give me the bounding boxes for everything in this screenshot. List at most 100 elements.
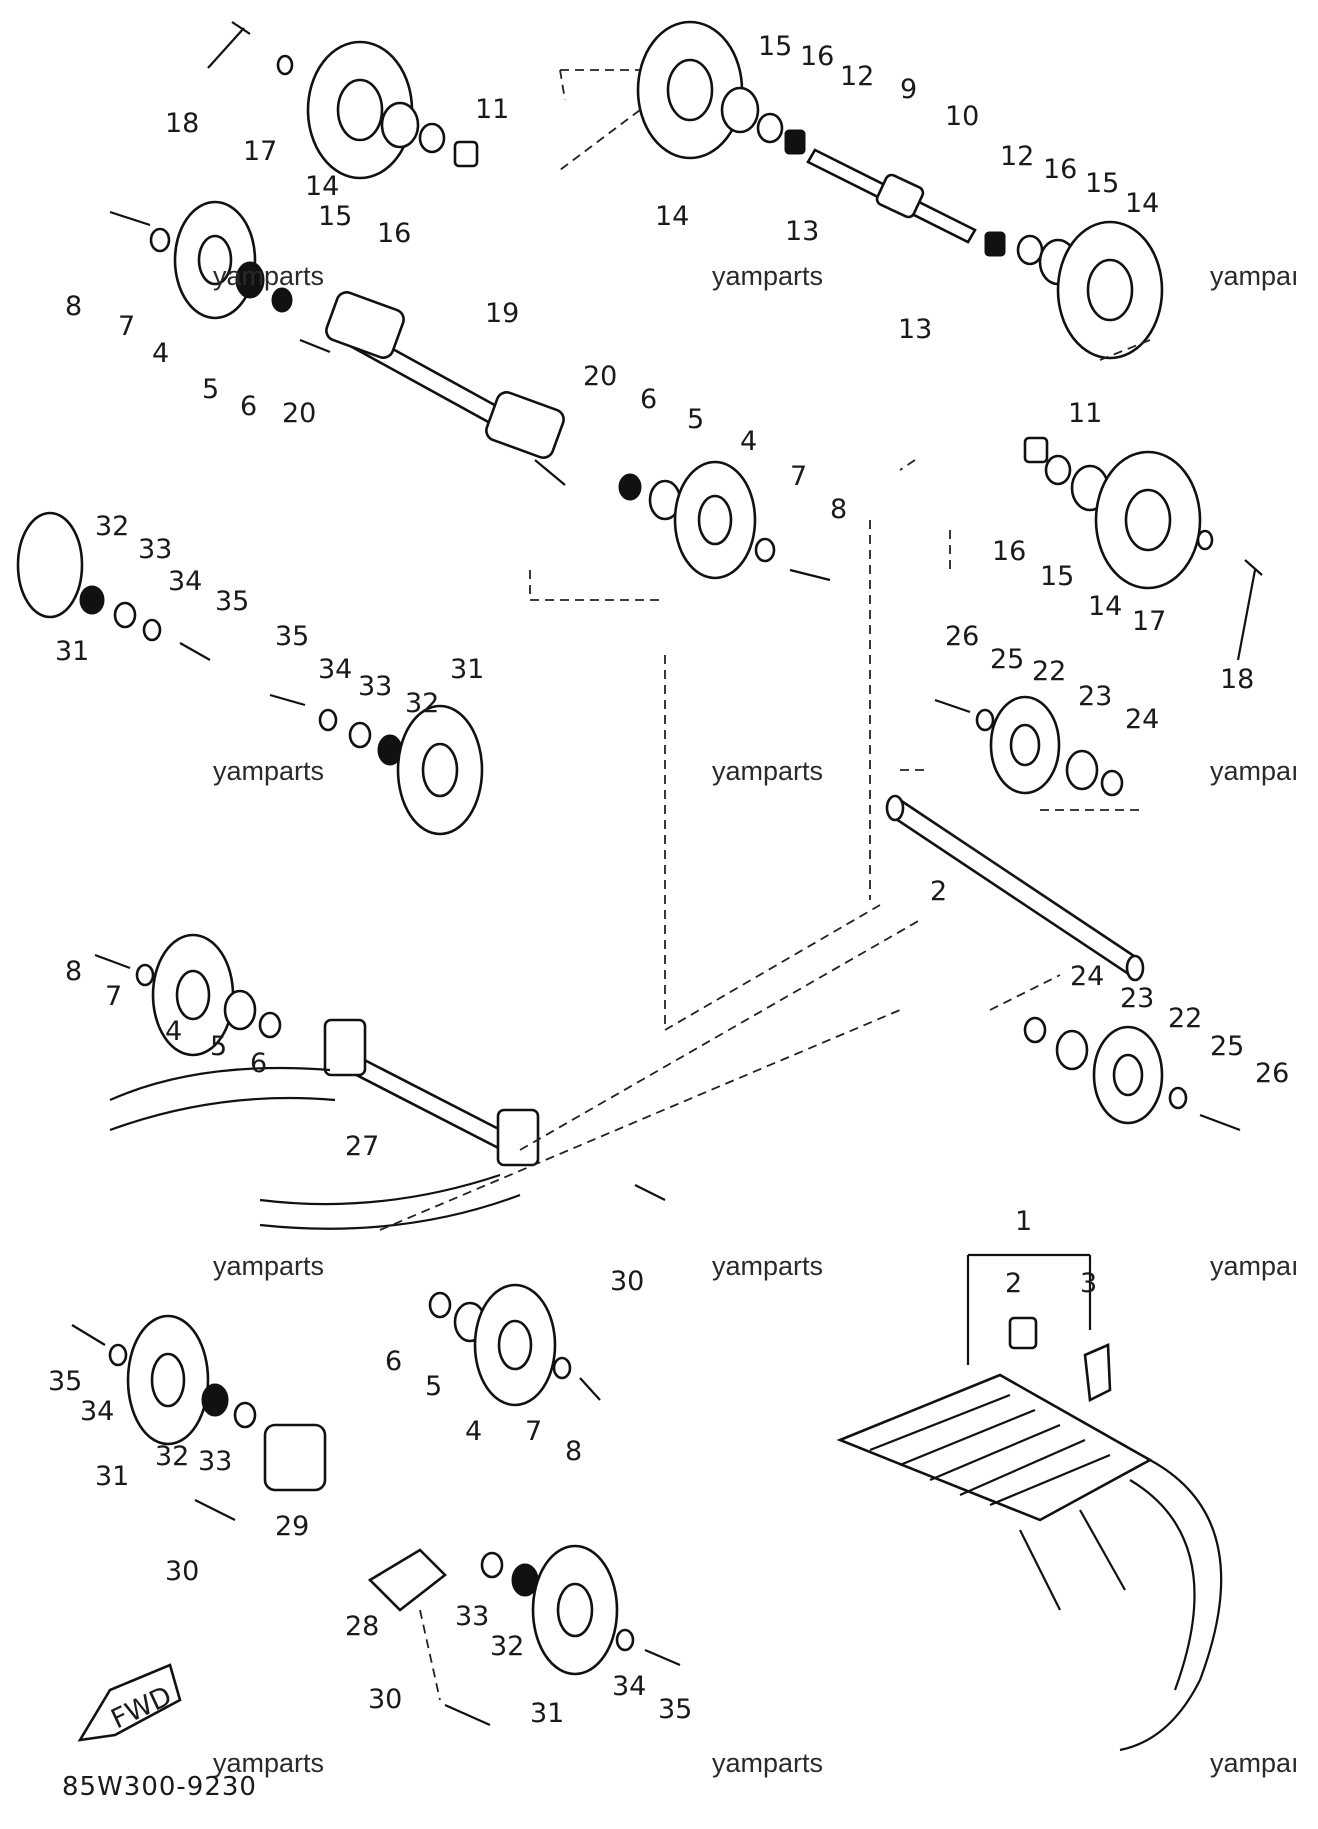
circlip-16 [1044,454,1072,486]
callout-7-bottom: 7 [525,1416,542,1447]
bearing-15 [720,86,760,134]
callout-5-bottom: 5 [425,1371,442,1402]
callout-14-top: 14 [655,201,689,232]
bolt-35 [269,693,306,707]
callout-18: 18 [165,108,199,139]
callout-35: 35 [215,586,249,617]
front-axle-assembly [207,20,1164,361]
callout-34-center: 34 [318,654,352,685]
bearing-23 [1065,749,1099,791]
callout-35-bottom: 35 [48,1366,82,1397]
callout-34-right: 34 [612,1671,646,1702]
bolt-20-left [299,338,331,354]
watermark: yamparts [712,1251,823,1281]
watermark: yamparts [712,261,823,291]
shaft-19-group [299,291,566,486]
bolt-8 [789,568,831,582]
bolt-30 [634,1184,666,1201]
callout-32: 32 [95,511,129,542]
center-wheel-31 [269,693,484,836]
washer-34 [615,1628,635,1652]
callout-35-right: 35 [658,1694,692,1725]
callout-7-left: 7 [105,981,122,1012]
bearing-23 [1055,1029,1089,1071]
washer-7 [149,227,171,253]
callout-15-top: 15 [758,31,792,62]
circlip-24 [1023,1016,1047,1044]
callout-2-track: 2 [1005,1268,1022,1299]
callout-34-bottom: 34 [80,1396,114,1427]
callout-27: 27 [345,1131,379,1162]
bearing-5 [235,261,265,299]
watermark-cropped: yampaı [1210,756,1299,786]
washer-25 [975,708,995,732]
callout-30-lower: 30 [368,1684,402,1715]
bolt-18 [207,21,251,69]
callout-4-bottom: 4 [465,1416,482,1447]
callout-32-right: 32 [490,1631,524,1662]
bolt-20-right [534,459,566,486]
callout-8: 8 [65,291,82,322]
callout-9: 9 [900,74,917,105]
callout-16-top: 16 [800,41,834,72]
bottom-center-wheel-4 [428,1283,601,1407]
washer-7 [552,1356,572,1380]
callout-4-left: 4 [165,1016,182,1047]
callout-31-bottom: 31 [95,1461,129,1492]
guide-2 [1008,1316,1038,1350]
callout-20: 20 [583,361,617,392]
circlip-6 [271,287,293,313]
callout-18-right: 18 [1220,664,1254,695]
watermark: yamparts [213,1251,324,1281]
callout-28: 28 [345,1611,379,1642]
callout-11: 11 [475,94,509,125]
callout-16-mid: 16 [992,536,1026,567]
spacer-10 [875,173,925,219]
circlip-16 [418,122,446,154]
callout-33-right: 33 [455,1601,489,1632]
bolt-8 [94,953,131,970]
callout-11-right: 11 [1068,398,1102,429]
bolt-8 [579,1377,601,1401]
callout-1: 1 [1015,1206,1032,1237]
circlip-6 [258,1011,282,1039]
fwd-arrow [77,1663,182,1742]
bolt-8 [109,210,151,227]
callout-33-bottom: 33 [198,1446,232,1477]
bolt-26 [934,698,971,714]
watermark: yamparts [213,756,324,786]
callout-labels: 18 17 14 15 16 11 14 15 16 12 9 10 13 12… [48,31,1289,1729]
washer-17 [276,54,294,76]
slide-rail-group [109,520,921,1231]
callout-6-left: 6 [250,1048,267,1079]
callout-15: 15 [318,201,352,232]
upper-right-wheel-group [899,436,1263,661]
bottom-right-wheel-31 [367,1544,681,1727]
callout-24: 24 [1125,704,1159,735]
bolt-18 [1236,559,1263,661]
circlip-6 [618,473,642,501]
callout-13-top: 13 [785,216,819,247]
collar-11 [453,140,479,168]
circlip-6 [428,1291,452,1319]
bottom-left-wheel-31 [71,1314,327,1521]
callout-31-center: 31 [450,654,484,685]
callout-23-lower: 23 [1120,983,1154,1014]
callout-14-right: 14 [1125,188,1159,219]
callout-30: 30 [610,1266,644,1297]
shaft-2-group [885,794,1145,982]
drawing-code: 85W300-9230 [62,1772,257,1802]
bracket-29 [263,1423,327,1492]
circlip-16-right [1016,234,1044,266]
watermark-cropped: yampaı [1210,1251,1299,1281]
callout-25-lower: 25 [1210,1031,1244,1062]
callout-5: 5 [202,374,219,405]
bearing-5 [223,989,257,1031]
circlip-33 [113,601,137,629]
center-wheel-group [618,460,831,582]
callout-3: 3 [1080,1268,1097,1299]
callout-17: 17 [243,136,277,167]
callout-15-mid: 15 [1040,561,1074,592]
upper-left-wheel-group [109,200,293,320]
shaft-2 [888,798,1142,977]
